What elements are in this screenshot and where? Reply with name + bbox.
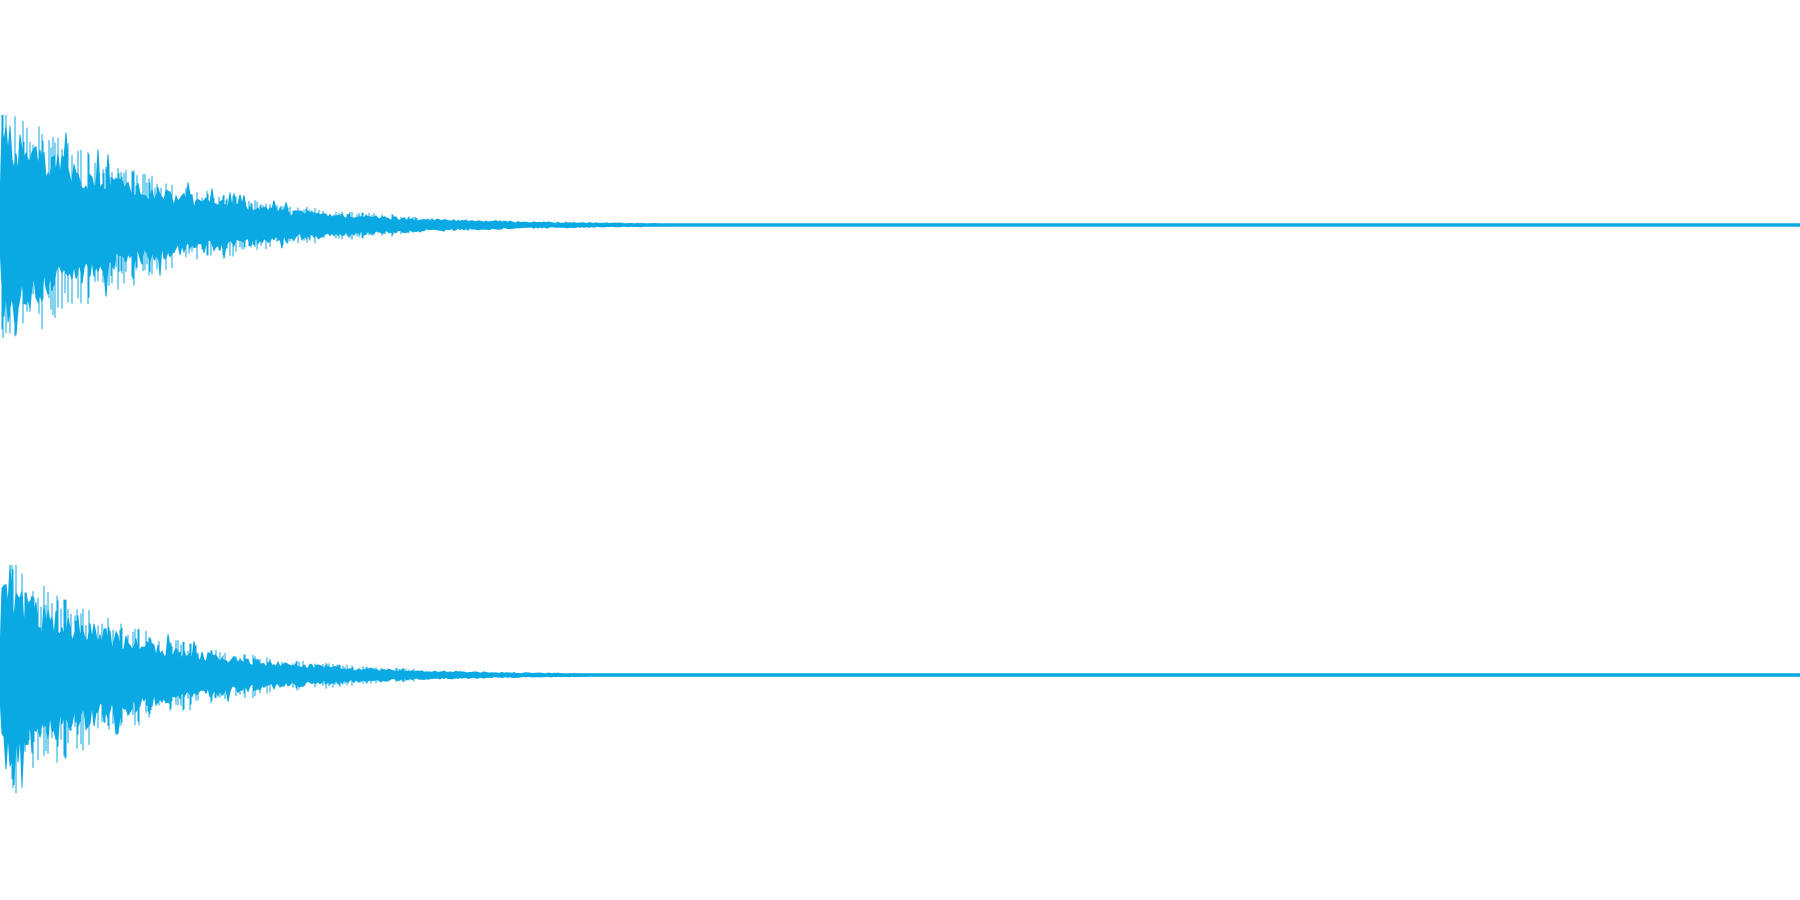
waveform-channel-1: [0, 115, 1800, 339]
waveform-channel-2: [0, 564, 1800, 794]
